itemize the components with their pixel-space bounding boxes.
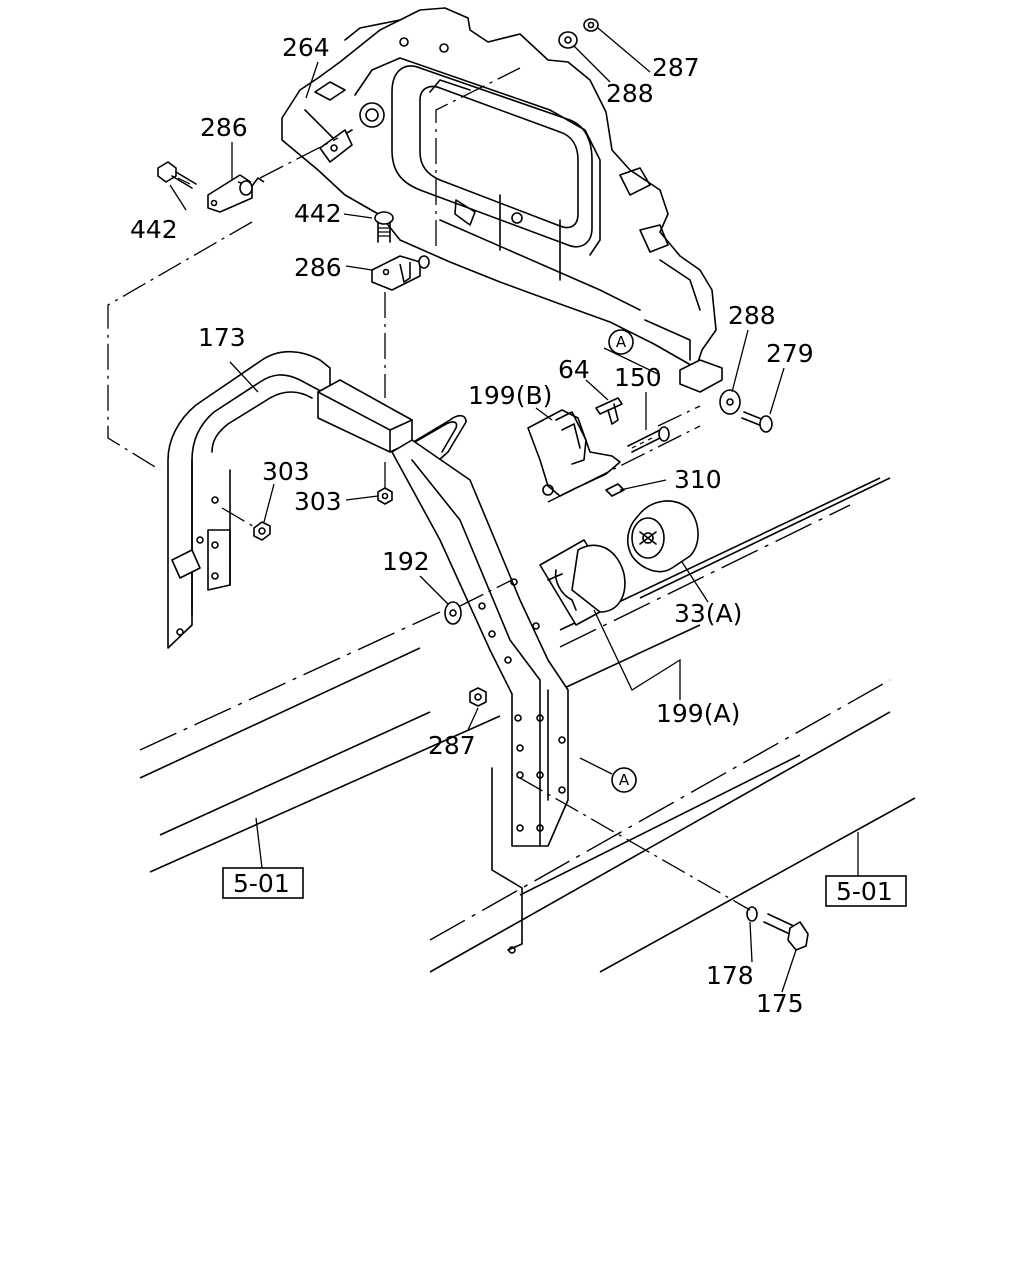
bracket-199b [527, 409, 621, 497]
leader-lines [169, 27, 859, 993]
air-cleaner-housing [281, 7, 723, 393]
chassis-frame-rails [139, 477, 916, 973]
washer-192 [444, 601, 462, 625]
svg-text:A: A [619, 771, 630, 789]
clip-64 [595, 397, 623, 425]
bolt-442-mid [374, 211, 394, 243]
label-264: 264 [282, 33, 330, 62]
label-199b: 199(B) [468, 381, 552, 410]
label-288-right: 288 [728, 301, 776, 330]
bracket-286-mid [371, 255, 430, 291]
label-303-b: 303 [294, 487, 342, 516]
label-310: 310 [674, 465, 722, 494]
bracket-286-left [207, 174, 265, 213]
band-199a [539, 539, 626, 626]
label-442-mid: 442 [294, 199, 342, 228]
label-288-top: 288 [606, 79, 654, 108]
marker-a-low: A [611, 767, 637, 793]
lower-bracket [491, 767, 523, 954]
nut-287-low [469, 687, 487, 707]
label-150: 150 [614, 363, 662, 392]
label-286-mid: 286 [294, 253, 342, 282]
label-64: 64 [558, 355, 590, 384]
mount-33a [626, 500, 699, 573]
bolt-175 [763, 913, 809, 951]
assembly-lines [107, 67, 751, 911]
label-199a: 199(A) [656, 699, 740, 728]
svg-text:5-01: 5-01 [233, 869, 290, 898]
label-279: 279 [766, 339, 814, 368]
bolt-150 [627, 426, 670, 453]
washer-288-right [719, 389, 741, 415]
nut-303-b [377, 487, 393, 505]
marker-a-top: A [608, 329, 634, 355]
label-192: 192 [382, 547, 430, 576]
label-442-left: 442 [130, 215, 178, 244]
washer-288-top [558, 31, 578, 49]
label-303-a: 303 [262, 457, 310, 486]
label-173: 173 [198, 323, 246, 352]
svg-text:A: A [616, 333, 627, 351]
label-287-low: 287 [428, 731, 476, 760]
ref-box-right: 5-01 [825, 875, 907, 907]
clip-310 [605, 483, 625, 497]
ref-box-left: 5-01 [222, 867, 304, 899]
label-287-top: 287 [652, 53, 700, 82]
label-175: 175 [756, 989, 804, 1018]
svg-text:5-01: 5-01 [836, 877, 893, 906]
bracket-173-frame [167, 350, 569, 847]
nut-303-a [253, 521, 271, 541]
washer-178 [746, 906, 758, 922]
label-33a: 33(A) [674, 599, 742, 628]
bolt-442-left [157, 161, 197, 189]
nut-287-top [583, 18, 599, 32]
part-labels: 264 287 288 286 442 442 286 173 288 279 … [130, 33, 814, 1018]
label-286-left: 286 [200, 113, 248, 142]
label-178: 178 [706, 961, 754, 990]
bolt-279 [741, 411, 773, 433]
